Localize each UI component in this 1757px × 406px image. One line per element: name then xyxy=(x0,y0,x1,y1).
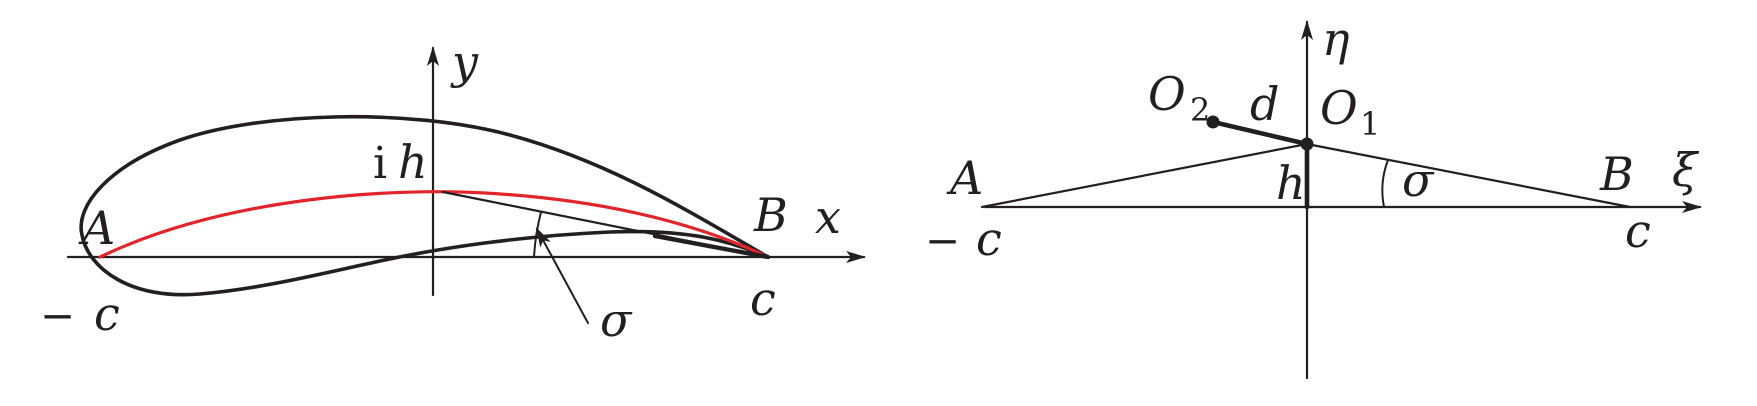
ih-label-i: i xyxy=(373,138,387,189)
o2-label: O xyxy=(1148,67,1186,121)
point-o2 xyxy=(1206,115,1220,129)
plate-line-right xyxy=(1305,142,1632,209)
c-label-right: c xyxy=(1625,204,1651,258)
o1-subscript: 1 xyxy=(1360,105,1380,143)
sigma-label: σ xyxy=(600,293,633,347)
sigma-pointer xyxy=(536,227,589,324)
xi-axis-label: ξ xyxy=(1672,143,1700,197)
airfoil-panel: y x A B i h − c c σ xyxy=(40,35,866,347)
point-a-label: A xyxy=(78,201,115,255)
minus-c-label: c xyxy=(94,287,120,341)
minus-c-sign-right: − xyxy=(925,216,960,265)
eta-axis-label: η xyxy=(1322,12,1350,66)
camber-line xyxy=(98,190,770,259)
c-label: c xyxy=(750,272,776,326)
point-b-label-right: B xyxy=(1599,147,1634,201)
point-a-label-right: A xyxy=(946,151,983,205)
minus-c-sign: − xyxy=(40,291,75,340)
chord-line xyxy=(441,190,770,259)
d-label: d xyxy=(1250,77,1279,131)
o2-subscript: 2 xyxy=(1190,91,1210,129)
h-label-right: h xyxy=(1276,156,1306,210)
ih-label-h: h xyxy=(398,135,428,189)
point-o1 xyxy=(1300,137,1314,151)
sigma-label-right: σ xyxy=(1402,153,1435,207)
plate-line-left xyxy=(980,142,1309,209)
sigma-arc-right xyxy=(1381,159,1389,208)
minus-c-label-right: c xyxy=(976,212,1002,266)
point-b-label: B xyxy=(753,188,788,242)
o1-label: O xyxy=(1320,81,1358,135)
d-segment xyxy=(1210,119,1310,147)
y-axis-label: y xyxy=(450,35,479,89)
x-axis-label: x xyxy=(815,190,841,244)
plate-panel: η ξ A B O 2 d O 1 h σ − c c xyxy=(925,12,1702,380)
